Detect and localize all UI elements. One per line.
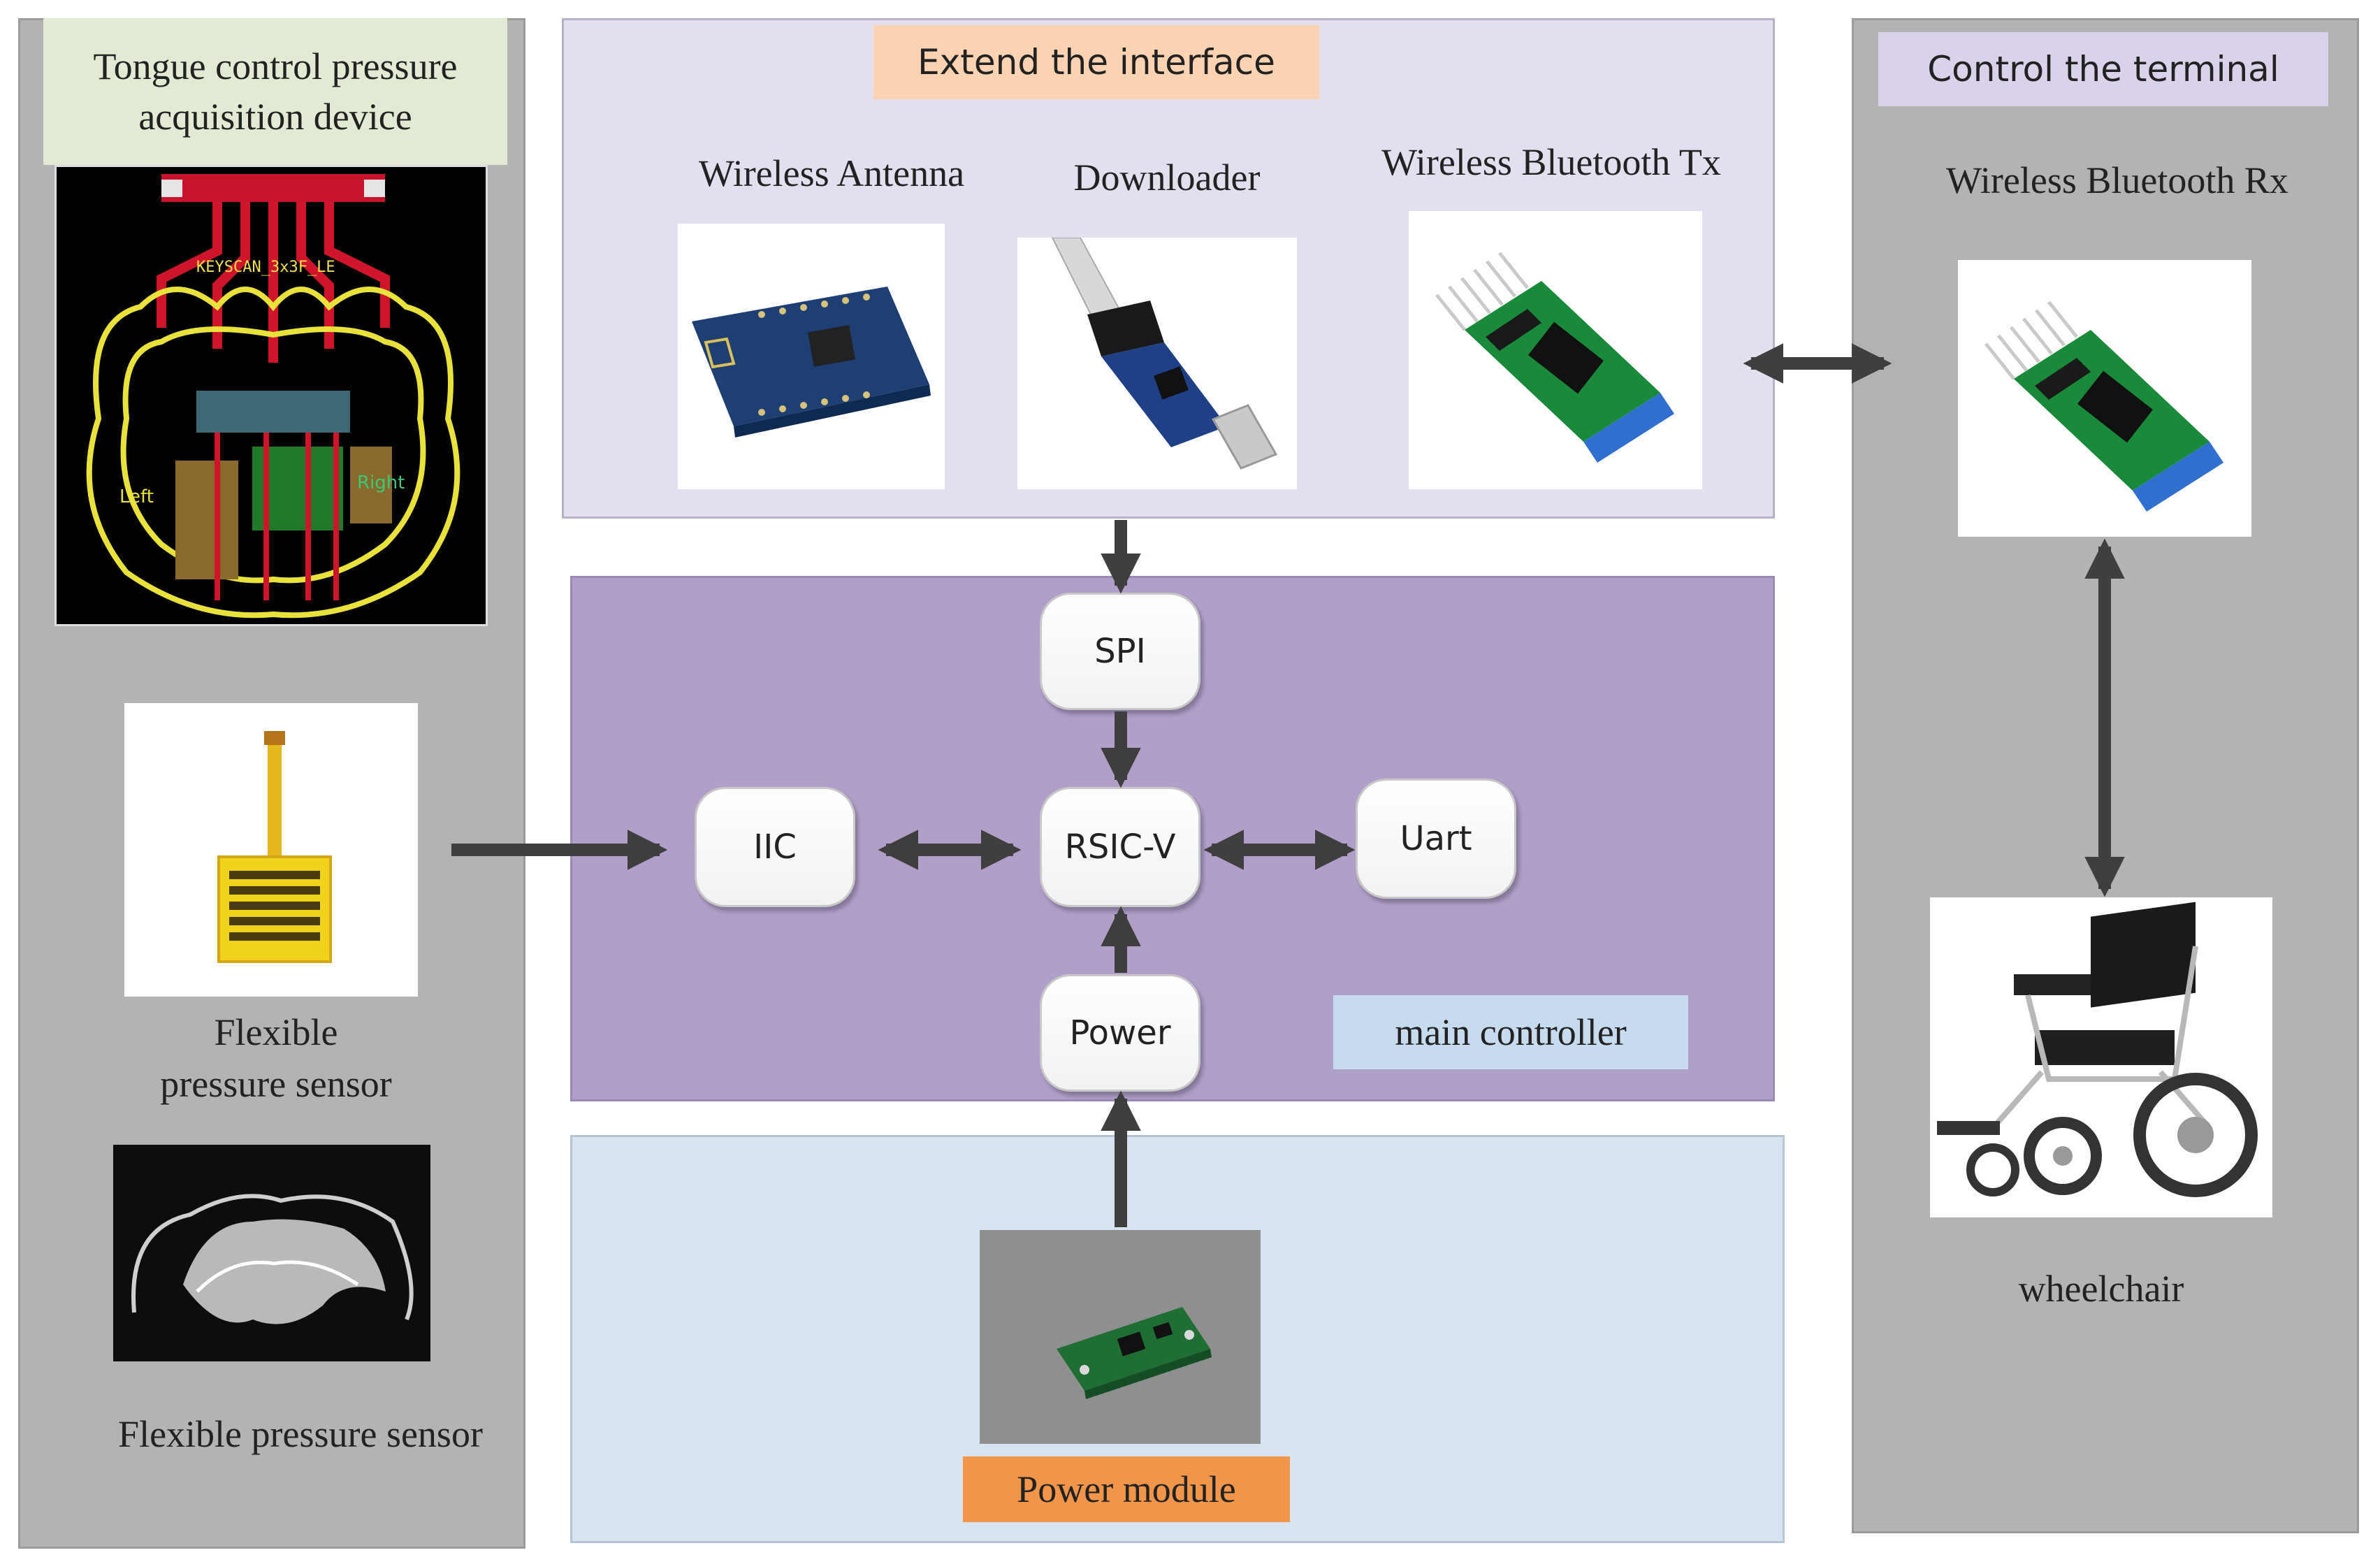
downloader-label: Downloader	[1013, 152, 1321, 208]
mouthpiece-sensor-photo	[113, 1145, 430, 1361]
svg-text:Right: Right	[357, 472, 405, 493]
uart-node-label: Uart	[1400, 819, 1472, 858]
svg-text:KEYSCAN_3x3F_LE: KEYSCAN_3x3F_LE	[196, 259, 335, 276]
rsic-v-node-label: RSIC-V	[1064, 827, 1176, 867]
downloader-graphic	[1051, 238, 1278, 470]
wireless-antenna-label-text: Wireless Antenna	[698, 152, 965, 194]
wheelchair-graphic	[1937, 902, 2258, 1197]
downloader-label-text: Downloader	[1073, 157, 1261, 198]
rsic-v-node: RSIC-V	[1040, 787, 1200, 907]
flexible-sensor-label-line2: pressure sensor	[160, 1063, 392, 1105]
iic-node-label: IIC	[753, 827, 797, 867]
bluetooth-tx-photo	[1409, 211, 1702, 489]
downloader-photo	[1017, 238, 1297, 489]
flexible-pressure-sensor-photo	[124, 703, 418, 997]
wireless-antenna-photo	[678, 224, 945, 489]
power-module-photo	[980, 1230, 1261, 1444]
svg-text:Left: Left	[119, 486, 154, 507]
uart-node: Uart	[1356, 779, 1516, 899]
power-module-graphic	[980, 1230, 1261, 1444]
spi-node: SPI	[1040, 593, 1200, 710]
bluetooth-rx-label: Wireless Bluetooth Rx	[1887, 155, 2348, 211]
power-module-title-text: Power module	[1017, 1468, 1236, 1510]
bluetooth-tx-label-text: Wireless Bluetooth Tx	[1381, 141, 1721, 183]
iic-node: IIC	[695, 787, 855, 907]
flexible-sensor-bottom-label-text: Flexible pressure sensor	[118, 1413, 483, 1455]
flexible-sensor-label: Flexible pressure sensor	[84, 1006, 468, 1111]
wheelchair-label: wheelchair	[1930, 1264, 2272, 1319]
bluetooth-rx-graphic	[1984, 301, 2223, 512]
bluetooth-tx-graphic	[1435, 252, 1674, 463]
pcb-layout-image: KEYSCAN_3x3F_LE Right Left	[55, 165, 488, 626]
bluetooth-rx-label-text: Wireless Bluetooth Rx	[1946, 159, 2288, 201]
antenna-module-graphic	[692, 287, 931, 437]
mouthpiece-graphic	[131, 1194, 414, 1324]
extend-interface-title-text: Extend the interface	[917, 42, 1275, 82]
control-terminal-title: Control the terminal	[1878, 32, 2328, 106]
spi-node-label: SPI	[1094, 632, 1146, 671]
wireless-antenna-label: Wireless Antenna	[650, 148, 1013, 204]
left-panel-title-text: Tongue control pressure acquisition devi…	[93, 45, 458, 138]
control-terminal-title-text: Control the terminal	[1927, 49, 2279, 89]
extend-interface-title: Extend the interface	[873, 25, 1319, 99]
pcb-layout-graphic: KEYSCAN_3x3F_LE Right Left	[86, 174, 460, 619]
flexible-sensor-label-line1: Flexible	[214, 1011, 338, 1053]
bluetooth-rx-photo	[1958, 260, 2251, 537]
bluetooth-tx-label: Wireless Bluetooth Tx	[1342, 137, 1761, 193]
power-module-title: Power module	[963, 1456, 1290, 1522]
wheelchair-photo	[1930, 897, 2272, 1217]
flex-sensor-graphic	[217, 731, 332, 963]
power-node: Power	[1040, 974, 1200, 1092]
left-panel-title: Tongue control pressure acquisition devi…	[43, 18, 507, 165]
flexible-sensor-bottom-label: Flexible pressure sensor	[77, 1409, 524, 1461]
power-node-label: Power	[1069, 1013, 1171, 1053]
main-controller-title-text: main controller	[1395, 1011, 1627, 1053]
wheelchair-label-text: wheelchair	[2018, 1268, 2184, 1310]
main-controller-title: main controller	[1333, 995, 1688, 1069]
